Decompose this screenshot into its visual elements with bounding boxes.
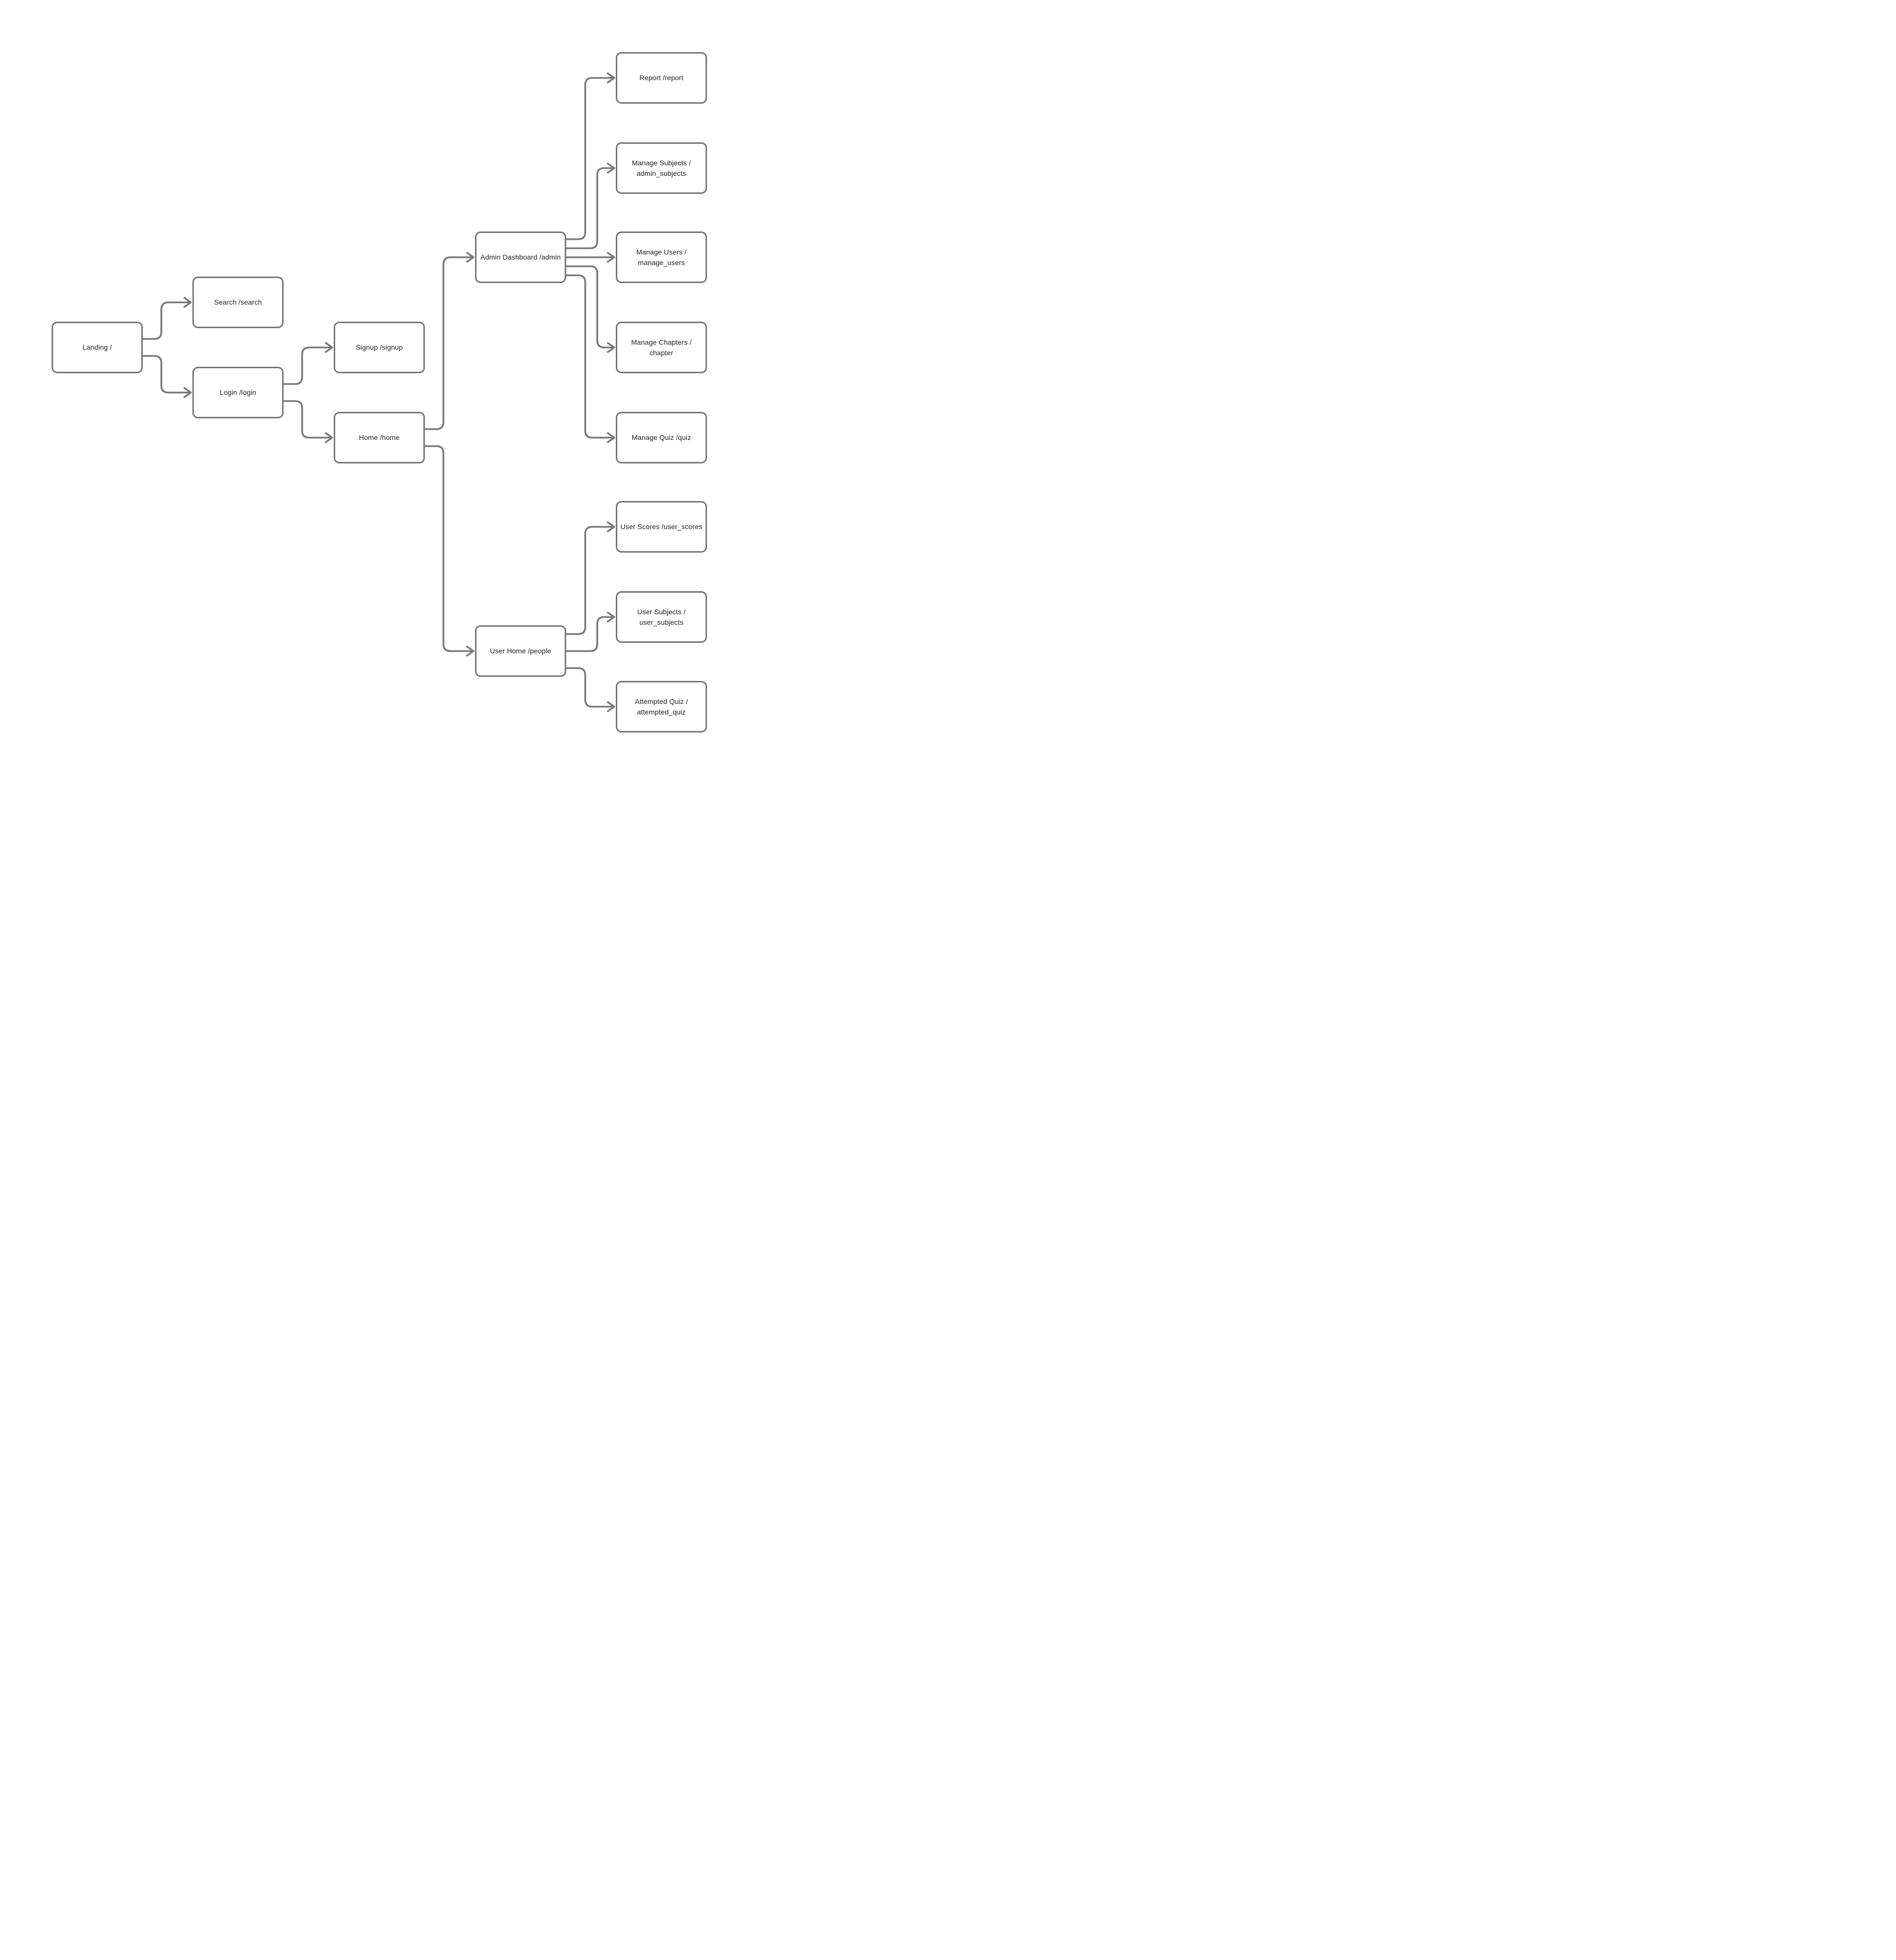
edge-admin-admin_subjects <box>565 167 615 250</box>
edge-user_home-user_subjects <box>565 616 615 652</box>
edge-admin-report <box>565 77 615 240</box>
node-user_subjects[interactable]: User Subjects / user_subjects <box>616 591 707 643</box>
arrowhead-admin-chapter <box>607 342 615 353</box>
edge-user_home-attempted_quiz <box>565 667 615 708</box>
connector-layer <box>142 72 615 712</box>
node-label: Manage Chapters / chapter <box>631 338 692 357</box>
node-label: Login /login <box>219 388 257 397</box>
node-admin_subjects[interactable]: Manage Subjects / admin_subjects <box>616 142 707 194</box>
node-label: User Scores /user_scores <box>620 523 702 531</box>
edge-home-admin <box>424 256 474 430</box>
arrowhead-admin-manage_users <box>607 252 615 263</box>
node-label: Landing / <box>82 343 112 352</box>
node-signup[interactable]: Signup /signup <box>334 322 425 373</box>
node-landing[interactable]: Landing / <box>52 322 143 373</box>
edge-landing-search <box>142 301 191 340</box>
node-label: User Home /people <box>490 647 552 655</box>
edge-admin-chapter <box>565 265 615 349</box>
node-chapter[interactable]: Manage Chapters / chapter <box>616 322 707 373</box>
node-label: Admin Dashboard /admin <box>480 253 561 262</box>
node-manage_users[interactable]: Manage Users / manage_users <box>616 231 707 283</box>
arrowhead-admin-report <box>607 72 615 84</box>
node-label: Search /search <box>214 298 262 307</box>
edge-login-signup <box>283 346 333 385</box>
node-report[interactable]: Report /report <box>616 52 707 104</box>
edge-user_home-user_scores <box>565 526 615 635</box>
arrowhead-user_home-user_scores <box>607 521 615 533</box>
node-label: Report /report <box>639 74 683 82</box>
arrowhead-user_home-attempted_quiz <box>607 701 615 712</box>
node-home[interactable]: Home /home <box>334 412 425 463</box>
node-label: Manage Users / manage_users <box>636 248 687 267</box>
node-user_scores[interactable]: User Scores /user_scores <box>616 501 707 553</box>
arrowhead-login-home <box>325 432 333 443</box>
node-label: Manage Quiz /quiz <box>631 433 691 442</box>
arrowhead-user_home-user_subjects <box>607 611 615 623</box>
edge-landing-login <box>142 355 191 394</box>
node-login[interactable]: Login /login <box>192 367 284 418</box>
node-label: Signup /signup <box>355 343 403 352</box>
node-admin[interactable]: Admin Dashboard /admin <box>475 231 566 283</box>
arrowhead-home-admin <box>466 252 475 263</box>
arrowhead-home-user_home <box>466 645 475 657</box>
arrowhead-landing-login <box>183 387 192 398</box>
node-label: User Subjects / user_subjects <box>637 608 686 626</box>
arrowhead-login-signup <box>325 342 333 353</box>
arrowhead-landing-search <box>183 297 192 308</box>
node-attempted_quiz[interactable]: Attempted Quiz / attempted_quiz <box>616 681 707 732</box>
node-label: Manage Subjects / admin_subjects <box>632 159 691 177</box>
edge-home-user_home <box>424 445 474 652</box>
node-label: Attempted Quiz / attempted_quiz <box>635 697 688 716</box>
node-label: Home /home <box>359 433 400 442</box>
edge-admin-quiz <box>565 274 615 439</box>
node-user_home[interactable]: User Home /people <box>475 625 566 677</box>
node-search[interactable]: Search /search <box>192 277 284 328</box>
node-quiz[interactable]: Manage Quiz /quiz <box>616 412 707 463</box>
arrowhead-admin-quiz <box>607 432 615 443</box>
arrowhead-admin-admin_subjects <box>607 162 615 174</box>
edge-login-home <box>283 400 333 439</box>
